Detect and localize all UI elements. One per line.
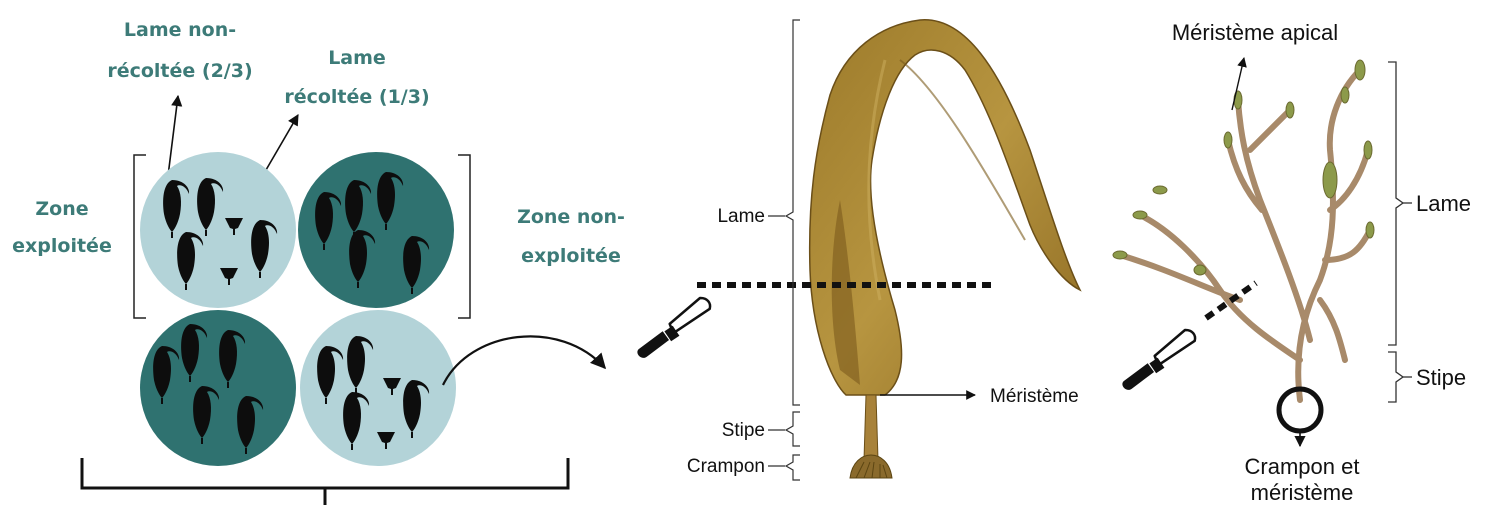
- label-harvested-line1: Lame: [328, 47, 386, 69]
- kelp-label-holdfast: Crampon: [687, 456, 765, 477]
- brace-kelp-stipe: [786, 412, 800, 446]
- kelp-panel: Lame Stipe Crampon Méristème: [635, 20, 1080, 480]
- label-unharvested-line1: Lame non-: [124, 19, 236, 41]
- brace-kelp-holdfast: [786, 455, 800, 480]
- left-panel: Lame non- récoltée (2/3) Lame récoltée (…: [12, 19, 625, 505]
- kelp-stipe-illustration: [864, 395, 878, 460]
- brace-kelp-blade: [786, 20, 800, 405]
- fucus-illustration: [1120, 70, 1370, 400]
- label-unexploited-line2: exploitée: [521, 245, 621, 267]
- kelp-label-stipe: Stipe: [722, 420, 765, 441]
- fucus-label-blade: Lame: [1416, 191, 1471, 216]
- fucus-panel: Méristème apical Lame Stipe Crampon et m…: [1113, 20, 1471, 505]
- fucus-label-stipe: Stipe: [1416, 365, 1466, 390]
- kelp-label-meristem: Méristème: [990, 386, 1079, 407]
- label-exploited-line1: Zone: [35, 198, 88, 220]
- fucus-label-apical-meristem: Méristème apical: [1172, 20, 1338, 45]
- brace-fucus-blade: [1388, 62, 1403, 345]
- bracket-unexploited: [458, 155, 470, 318]
- kelp-label-blade: Lame: [717, 206, 765, 227]
- fucus-label-holdfast-line2: méristème: [1251, 480, 1354, 505]
- label-exploited-line2: exploitée: [12, 235, 112, 257]
- zone-circle-harvested-top: [140, 152, 296, 308]
- bracket-total: [82, 458, 568, 505]
- label-unexploited-line1: Zone non-: [517, 206, 625, 228]
- label-harvested-line2: récoltée (1/3): [284, 86, 429, 108]
- knife-icon: [1120, 315, 1197, 407]
- transition-arrow: [443, 336, 605, 385]
- label-unharvested-line2: récoltée (2/3): [107, 60, 252, 82]
- knife-icon: [635, 283, 712, 375]
- fucus-label-holdfast-line1: Crampon et: [1245, 454, 1360, 479]
- brace-fucus-stipe: [1388, 352, 1403, 402]
